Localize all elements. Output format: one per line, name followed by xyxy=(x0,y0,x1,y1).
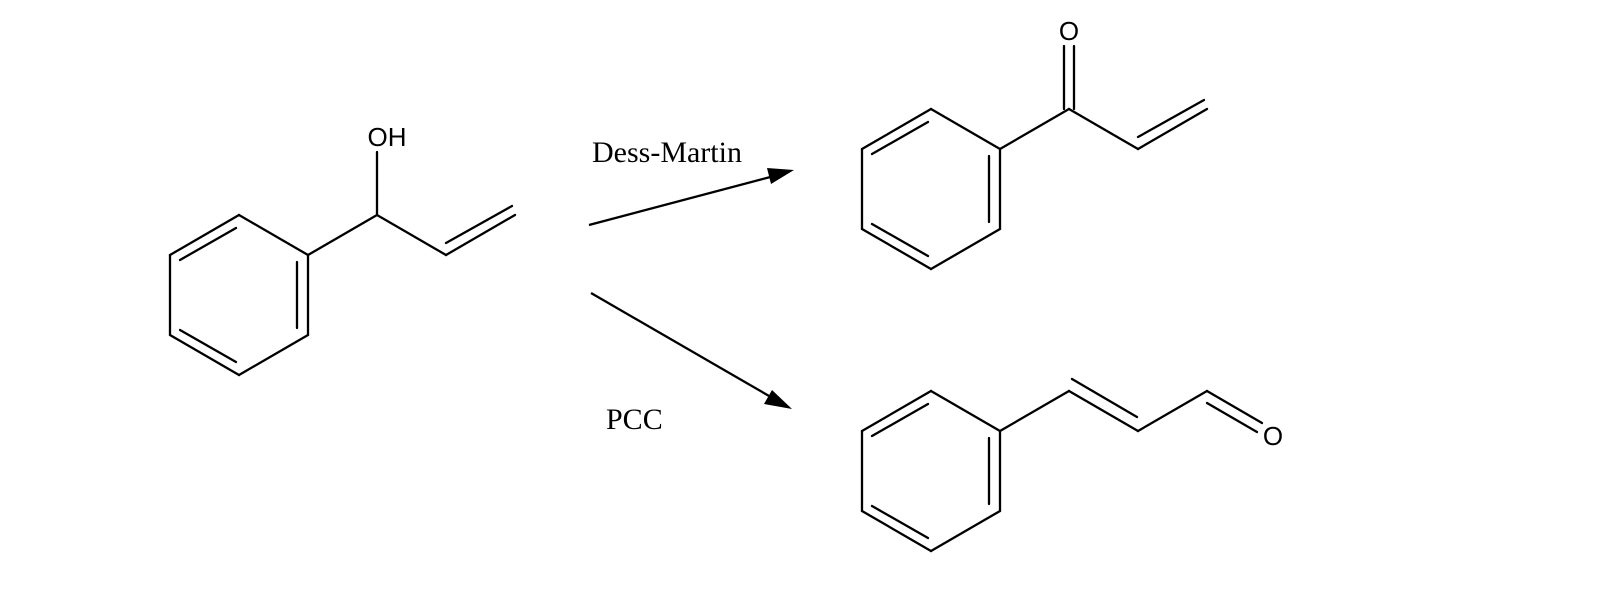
upper-product-side-chain xyxy=(998,44,1209,151)
lower-product-side-chain xyxy=(998,377,1264,434)
lower-product-cinnamaldehyde: O xyxy=(860,377,1283,553)
upper-arrow-head xyxy=(767,168,794,184)
upper-reagent-label: Dess-Martin xyxy=(592,136,742,169)
lower-arrow-head xyxy=(764,390,792,409)
upper-reaction-arrow xyxy=(588,168,794,227)
upper-product-vinyl-ketone: O xyxy=(860,16,1209,271)
lower-product-oxygen-label: O xyxy=(1263,421,1283,451)
lower-product-benzene-ring xyxy=(860,389,1002,553)
starting-material-benzene-ring xyxy=(168,213,310,377)
starting-material-side-chain xyxy=(306,150,517,257)
lower-reaction-arrow xyxy=(590,292,792,409)
upper-product-oxygen-label: O xyxy=(1059,16,1079,46)
hydroxyl-label: OH xyxy=(368,122,407,152)
lower-reagent-label: PCC xyxy=(606,403,663,436)
starting-material-allylic-alcohol: OH xyxy=(168,122,517,377)
upper-product-benzene-ring xyxy=(860,107,1002,271)
